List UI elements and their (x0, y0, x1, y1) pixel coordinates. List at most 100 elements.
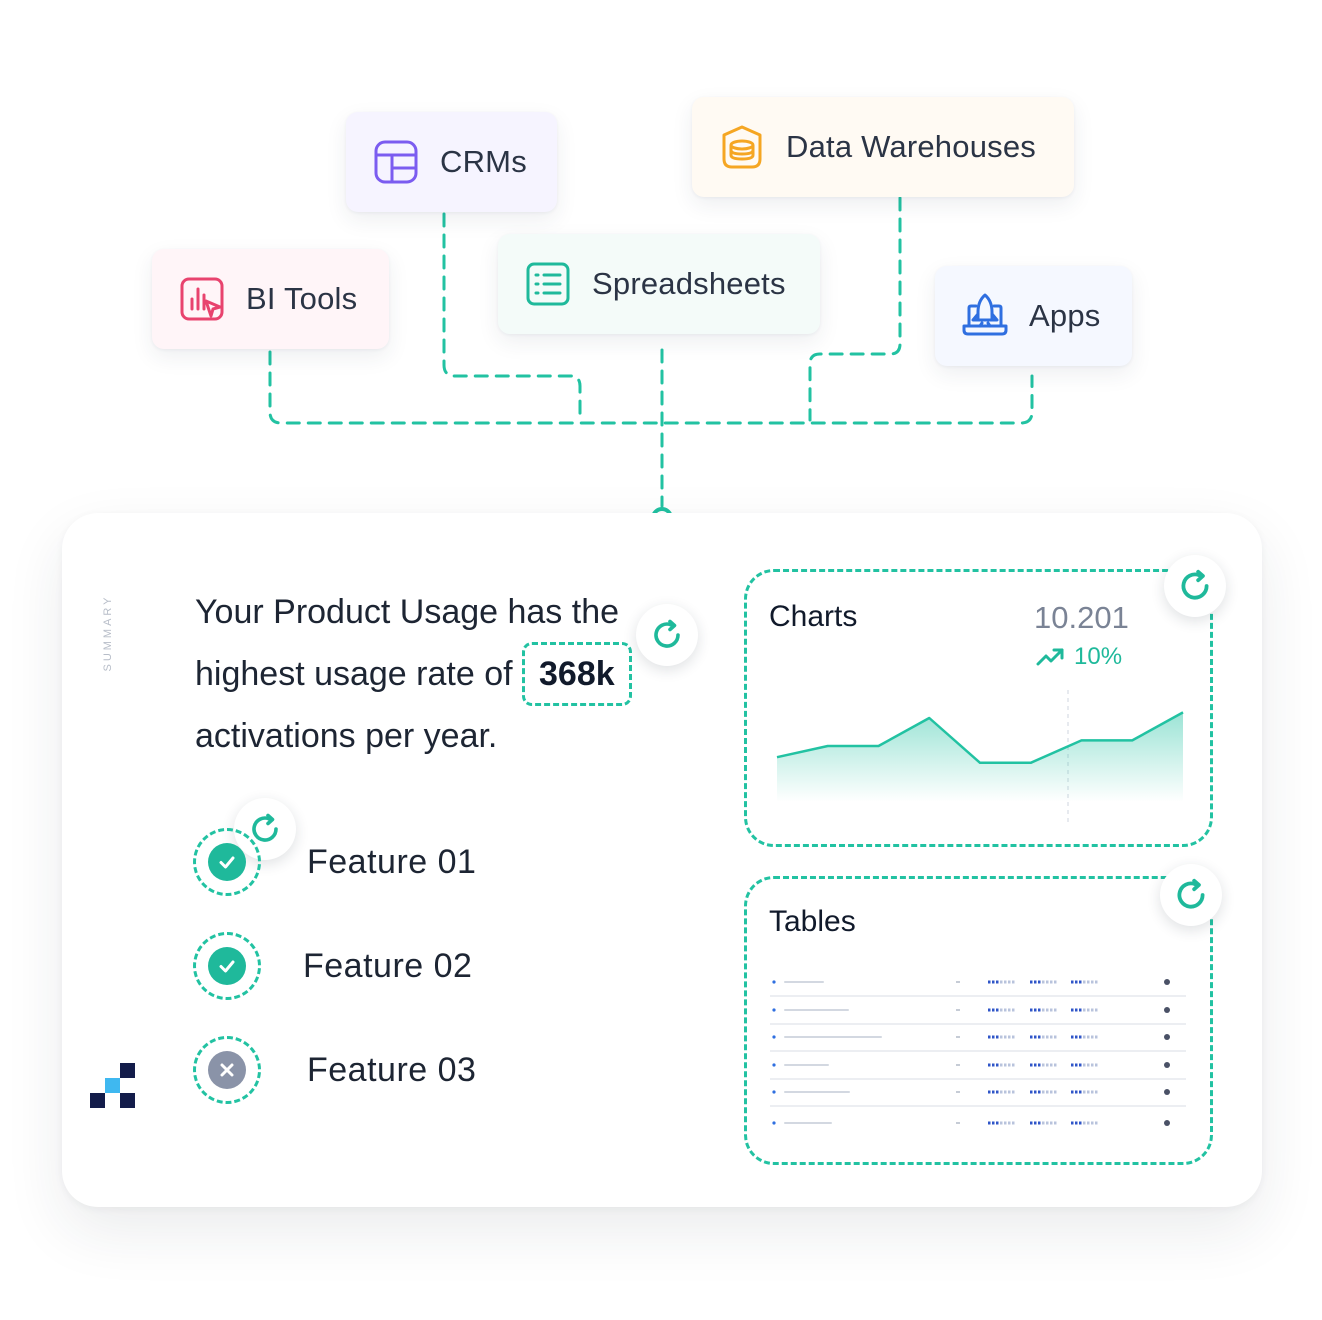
refresh-tables-button[interactable] (1160, 864, 1222, 926)
table-cell-dot (1008, 1121, 1011, 1125)
chip-label: BI Tools (246, 281, 358, 316)
table-cell-dot (1087, 1035, 1090, 1039)
table-row-marker (772, 1008, 776, 1012)
table-row-marker (772, 1090, 776, 1094)
table-cell-dot (988, 1063, 991, 1067)
charts-change-value: 10% (1074, 643, 1123, 670)
feature-status-dot (208, 947, 246, 985)
chip-crms[interactable]: CRMs (346, 112, 557, 212)
chip-apps[interactable]: Apps (935, 266, 1132, 366)
table-cell-dot (1054, 1090, 1057, 1094)
table-cell-dot (1091, 1063, 1094, 1067)
table-cell-dot (992, 1035, 995, 1039)
chip-label: Spreadsheets (592, 266, 786, 301)
table-cell-dot (1091, 1035, 1094, 1039)
table-row-tick (956, 1064, 960, 1066)
table-row-marker (772, 1121, 776, 1125)
feature-item-01[interactable]: Feature 01 (193, 825, 476, 899)
table-cell-dot (1000, 1063, 1003, 1067)
table-cell-dot (1030, 1035, 1033, 1039)
table-cell-dot (1012, 1008, 1015, 1012)
table-cell-dot (1038, 1090, 1041, 1094)
table-cell-dot (1091, 1008, 1094, 1012)
rocket-laptop-icon (962, 293, 1008, 336)
table-row-text-placeholder (784, 1009, 849, 1011)
refresh-metric-button[interactable] (636, 604, 698, 666)
chip-spreadsheets[interactable]: Spreadsheets (498, 234, 820, 334)
feature-label: Feature 01 (307, 842, 477, 881)
chip-bi-tools[interactable]: BI Tools (152, 249, 389, 349)
table-cell-dot (988, 1035, 991, 1039)
table-cell-dot (1000, 1035, 1003, 1039)
refresh-icon (654, 619, 680, 648)
feature-status-ring (193, 1036, 261, 1104)
connector-crms (442, 212, 582, 422)
table-cell-dot (1038, 1121, 1041, 1125)
table-cell-dot (1004, 1063, 1007, 1067)
refresh-icon (252, 813, 278, 842)
feature-status-dot (208, 843, 246, 881)
headline-text-start: Your Product Usage has the highest usage… (195, 593, 620, 693)
table-cell-dot (1054, 980, 1057, 984)
table-cell-dot (996, 1035, 999, 1039)
table-cell-dot (1071, 1090, 1074, 1094)
table-cell-dot (1042, 1090, 1045, 1094)
feature-label: Feature 03 (307, 1050, 477, 1089)
table-cell-dot (1030, 1063, 1033, 1067)
table-cell-dot (1008, 1008, 1011, 1012)
table-cell-dot (1054, 1035, 1057, 1039)
summary-headline: Your Product Usage has the highest usage… (195, 582, 715, 766)
table-cell-dot (1079, 1008, 1082, 1012)
table-cell-dot (1079, 1090, 1082, 1094)
table-cell-dot (1050, 1008, 1053, 1012)
table-cell-dot (1038, 1035, 1041, 1039)
table-cell-dot (1075, 1090, 1078, 1094)
spreadsheet-list-icon (526, 262, 570, 306)
table-cell-dot (1008, 1035, 1011, 1039)
feature-item-03[interactable]: Feature 03 (193, 1033, 476, 1107)
table-cell-dot (1030, 1121, 1033, 1125)
table-cell-dot (992, 980, 995, 984)
table-row-text-placeholder (784, 1122, 832, 1124)
table-cell-dot (988, 1090, 991, 1094)
table-row-tick (956, 1091, 960, 1093)
table-row-text-placeholder (784, 1064, 829, 1066)
tables-panel[interactable] (744, 876, 1213, 1165)
feature-item-02[interactable]: Feature 02 (193, 929, 472, 1003)
table-cell-dot (988, 1121, 991, 1125)
table-cell-dot (1012, 1063, 1015, 1067)
table-cell-dot (1071, 1008, 1074, 1012)
table-row-status-dot (1164, 1034, 1170, 1040)
table-cell-dot (996, 980, 999, 984)
table-cell-dot (1087, 980, 1090, 984)
connector-warehouses (808, 196, 902, 422)
table-cell-dot (1050, 1090, 1053, 1094)
table-cell-dot (1083, 980, 1086, 984)
chart-area-fill (777, 712, 1183, 802)
table-cell-dot (1046, 1121, 1049, 1125)
refresh-icon (1177, 878, 1205, 909)
charts-panel-title: Charts (769, 600, 858, 633)
table-cell-dot (1083, 1063, 1086, 1067)
charts-panel[interactable] (744, 569, 1213, 847)
table-cell-dot (1095, 1035, 1098, 1039)
table-cell-dot (996, 1008, 999, 1012)
chip-data-warehouses[interactable]: Data Warehouses (692, 97, 1074, 197)
table-cell-dot (1091, 1121, 1094, 1125)
table-cell-dot (992, 1063, 995, 1067)
table-cell-dot (1046, 1090, 1049, 1094)
table-row-text-placeholder (784, 1091, 850, 1093)
refresh-charts-button[interactable] (1164, 555, 1226, 617)
chip-label: Data Warehouses (786, 129, 1036, 164)
table-cell-dot (1038, 1063, 1041, 1067)
connector-bi-tools (268, 350, 1034, 425)
table-cell-dot (1083, 1121, 1086, 1125)
table-cell-dot (992, 1121, 995, 1125)
table-cell-dot (1071, 980, 1074, 984)
table-cell-dot (988, 1008, 991, 1012)
table-cell-dot (1000, 1008, 1003, 1012)
table-cell-dot (1034, 980, 1037, 984)
table-cell-dot (1008, 1063, 1011, 1067)
table-cell-dot (1004, 1035, 1007, 1039)
